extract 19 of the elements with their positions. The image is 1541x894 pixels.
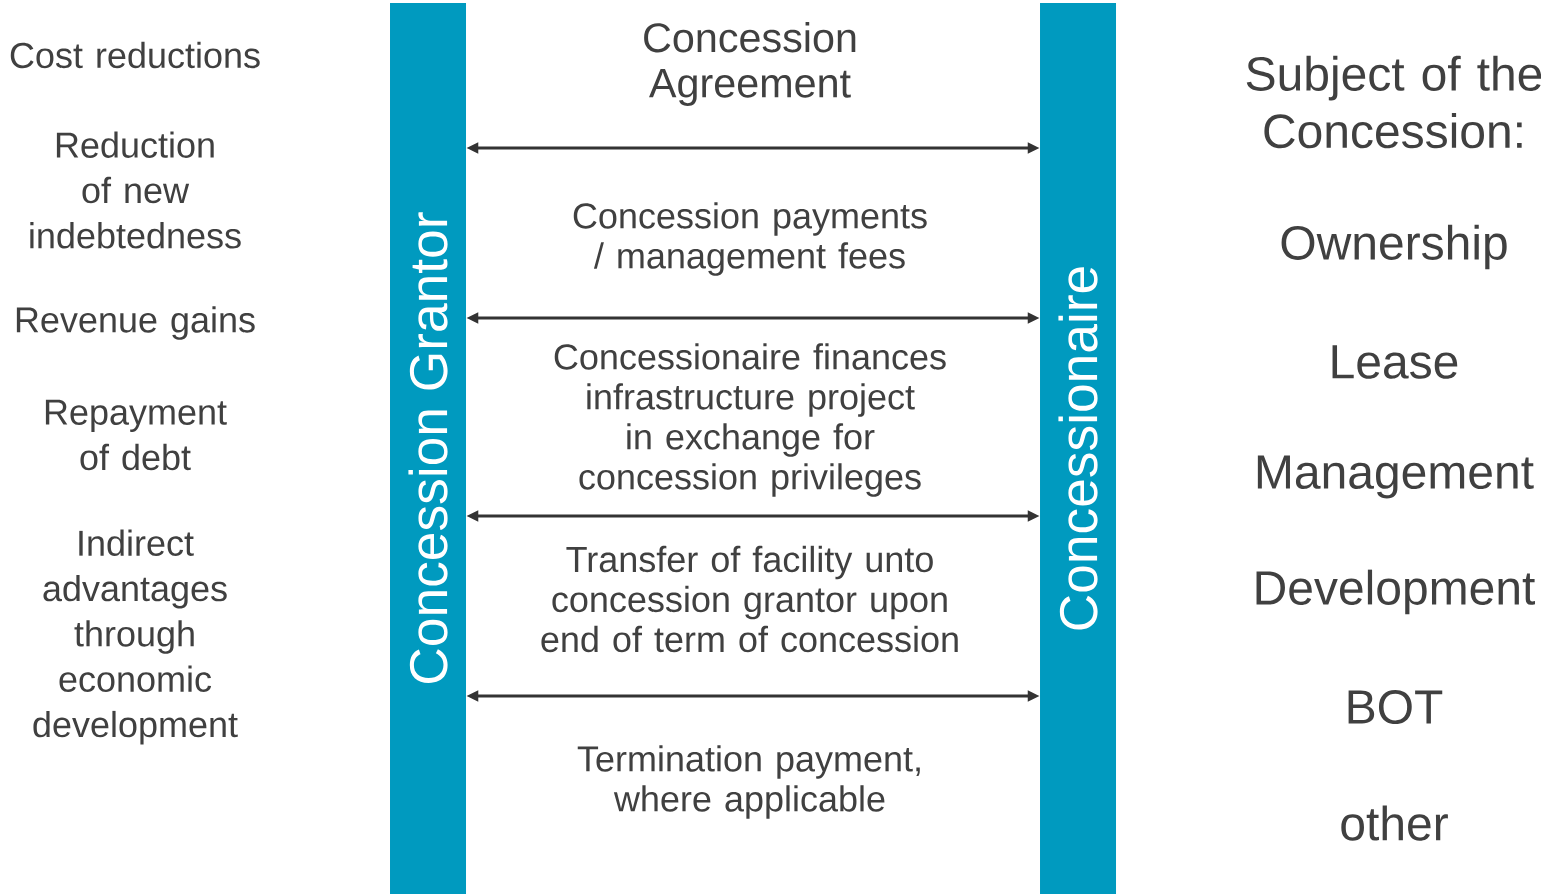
text-label: Concessionaire finances infrastructure project in exchange for concession privileges	[554, 343, 946, 497]
text-label: Cost reductions	[10, 41, 260, 69]
text-label: Ownership	[1281, 224, 1507, 270]
text-label: other	[1341, 805, 1448, 841]
text-label: Concession payments / management fees	[573, 202, 927, 276]
text-label: Lease	[1332, 345, 1458, 379]
vertical-bar: Concession Grantor	[390, 3, 466, 894]
text-label: Termination payment, where applicable	[577, 745, 920, 819]
text-label: Repayment of debt	[45, 399, 227, 471]
text-label: Revenue gains	[16, 306, 255, 340]
text-label: Concession Agreement	[644, 22, 856, 106]
text-label: BOT	[1348, 690, 1443, 724]
text-label: Indirect advantages through economic development	[33, 529, 238, 745]
text-label: Transfer of facility unto concession grantor upon end of term of concession	[541, 545, 958, 653]
text-label: Development	[1256, 569, 1535, 615]
text-label: Management	[1257, 455, 1534, 499]
text-label: Subject of the Concession:	[1246, 55, 1541, 149]
text-label: Reduction of new indebtedness	[30, 131, 241, 249]
vertical-bar: Concessionaire	[1040, 3, 1116, 894]
